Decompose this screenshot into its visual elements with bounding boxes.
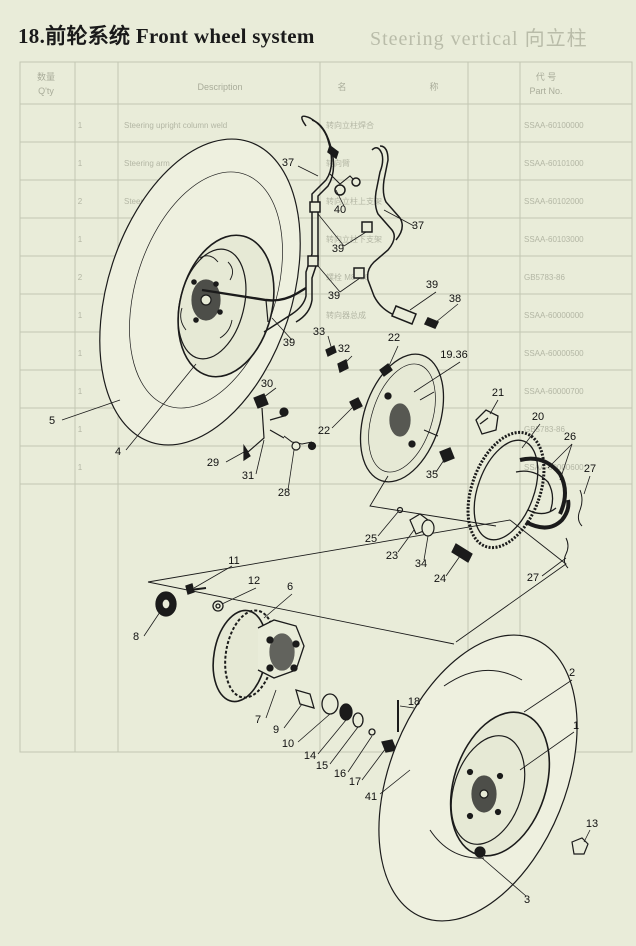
table-cell-code: SSAA-60101000 — [524, 159, 584, 168]
callout-number: 15 — [316, 760, 328, 772]
callout-number: 40 — [334, 204, 346, 216]
right-wheel-assembly — [378, 634, 589, 922]
table-cell-qty: 1 — [78, 235, 83, 244]
table-cell-code: SSAA-60000700 — [524, 387, 584, 396]
table-header-code-sub: Part No. — [529, 86, 562, 96]
table-frame — [19, 61, 633, 753]
callout-number: 39 — [426, 279, 438, 291]
callout-number: 17 — [349, 776, 361, 788]
callout-number: 29 — [207, 457, 219, 469]
table-cell-name: 转向器总成 — [326, 310, 366, 320]
callout-number: 26 — [564, 431, 576, 443]
table-header-description: Description — [197, 82, 242, 92]
callout-number: 34 — [415, 558, 427, 570]
table-cell-description: Steering upright column weld — [124, 121, 227, 130]
callout-number: 20 — [532, 411, 544, 423]
callout-number: 27 — [527, 572, 539, 584]
table-cell-name: 螺栓 M8×20 — [326, 272, 369, 282]
table-cell-code: SSAA-60100000 — [524, 121, 584, 130]
brake-shoes — [466, 430, 583, 569]
callout-number: 31 — [242, 470, 254, 482]
callout-number: 41 — [365, 791, 377, 803]
table-cell-code: SSAA-60000500 — [524, 349, 584, 358]
table-header-qty: 数量 — [37, 71, 55, 82]
callout-number: 24 — [434, 573, 446, 585]
callout-number: 21 — [492, 387, 504, 399]
callout-number: 33 — [313, 326, 325, 338]
table-cell-description: Steering arm — [124, 159, 170, 168]
callout-number: 6 — [287, 581, 293, 593]
callout-number: 37 — [282, 157, 294, 169]
table-cell-qty: 1 — [78, 349, 83, 358]
callout-number: 22 — [388, 332, 400, 344]
table-header-name-b: 称 — [429, 81, 438, 92]
table-cell-name: 转向臂 — [326, 158, 350, 168]
table-cell-qty: 1 — [78, 311, 83, 320]
table-header-name-a: 名 — [337, 81, 346, 92]
adjuster-parts — [396, 506, 473, 563]
callout-number: 12 — [248, 575, 260, 587]
table-cell-qty: 1 — [78, 159, 83, 168]
callout-number: 5 — [49, 415, 55, 427]
callout-number: 4 — [115, 446, 121, 458]
callout-number: 9 — [273, 724, 279, 736]
callout-number: 13 — [586, 818, 598, 830]
table-cell-qty: 1 — [78, 425, 83, 434]
page-title: 18.前轮系统 Front wheel system — [18, 24, 315, 48]
callout-number: 23 — [386, 550, 398, 562]
leader-lines — [61, 165, 591, 897]
callout-number: 30 — [261, 378, 273, 390]
callout-number: 10 — [282, 738, 294, 750]
callout-number: 3 — [524, 894, 530, 906]
front-hub — [155, 583, 429, 773]
table-cell-code: GB5783-86 — [524, 273, 565, 282]
table-cell-name: 转向立柱下支架 — [326, 234, 382, 244]
table-cell-name: 转向立柱焊合 — [326, 120, 374, 130]
table-cell-qty: 1 — [78, 463, 83, 472]
brake-backing-plate — [325, 345, 499, 483]
callout-number: 35 — [426, 469, 438, 481]
callout-number: 28 — [278, 487, 290, 499]
callout-number: 38 — [449, 293, 461, 305]
callout-number: 32 — [338, 343, 350, 355]
callout-number: 25 — [365, 533, 377, 545]
callout-number: 14 — [304, 750, 316, 762]
table-cell-code: SSAA-60102000 — [524, 197, 584, 206]
callout-number: 39 — [283, 337, 295, 349]
callout-labels: 374037393939383933322219.363021522202642… — [49, 157, 598, 906]
callout-number: 1 — [573, 720, 579, 732]
callout-number: 39 — [332, 243, 344, 255]
assembly-outline — [147, 475, 567, 645]
table-cell-name: 转向立柱上支架 — [326, 196, 382, 206]
table-cell-code: SSAA-60000000 — [524, 311, 584, 320]
table-cell-code: GB5783-86 — [524, 425, 565, 434]
callout-number: 37 — [412, 220, 424, 232]
callout-number: 18 — [408, 696, 420, 708]
callout-number: 2 — [569, 667, 575, 679]
callout-number: 11 — [228, 555, 239, 567]
table-cell-qty: 2 — [78, 273, 83, 282]
table-cell-code: SSAA-60103000 — [524, 235, 584, 244]
callout-number: 27 — [584, 463, 596, 475]
knuckle-arm — [243, 393, 317, 462]
brake-plate-left — [177, 248, 247, 360]
table-cell-qty: 1 — [78, 387, 83, 396]
callout-number: 16 — [334, 768, 346, 780]
callout-number: 19.36 — [440, 349, 468, 361]
callout-number: 22 — [318, 425, 330, 437]
table-cell-qty: 1 — [78, 121, 83, 130]
table-header-code: 代 号 — [536, 72, 557, 82]
table-header-qty-sub: Q'ty — [38, 86, 54, 96]
callout-number: 39 — [328, 290, 340, 302]
table-cell-qty: 2 — [78, 197, 83, 206]
steering-column — [201, 115, 440, 333]
callout-number: 8 — [133, 631, 139, 643]
background-table-title: Steering vertical 向立柱 — [370, 28, 588, 50]
callout-number: 7 — [255, 714, 261, 726]
left-wheel-assembly — [99, 138, 301, 446]
